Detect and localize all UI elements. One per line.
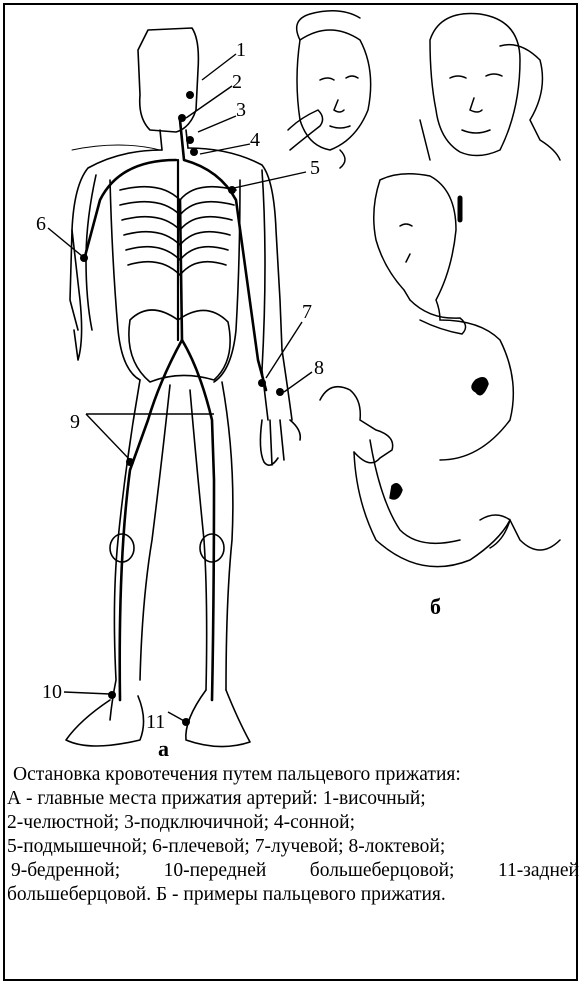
caption-line: Остановка кровотечения путем пальцевого … — [7, 763, 579, 787]
figure-illustration — [0, 0, 584, 760]
callout-number: 9 — [70, 412, 80, 432]
callout-number: 7 — [302, 302, 312, 322]
callout-number: 8 — [314, 358, 324, 378]
caption-line: 9-бедренной; 10-передней большеберцовой;… — [7, 859, 579, 883]
callout-number: 4 — [250, 130, 260, 150]
callout-number: 10 — [42, 682, 62, 702]
panel-label-a: а — [158, 738, 169, 760]
caption-line: 2-челюстной; 3-подключичной; 4-сонной; — [7, 811, 579, 835]
callout-number: 6 — [36, 214, 46, 234]
panel-label-b: б — [430, 596, 441, 618]
first-aid-examples-b — [288, 11, 560, 567]
callout-number: 2 — [232, 72, 242, 92]
caption-line: А - главные места прижатия артерий: 1-ви… — [7, 787, 579, 811]
figure-caption: Остановка кровотечения путем пальцевого … — [7, 763, 579, 907]
callout-number: 11 — [146, 712, 165, 732]
callout-leader-lines — [48, 54, 312, 722]
callout-number: 1 — [236, 40, 246, 60]
caption-line: 5-подмышечной; 6-плечевой; 7-лучевой; 8-… — [7, 835, 579, 859]
callout-number: 3 — [236, 100, 246, 120]
callout-number: 5 — [310, 158, 320, 178]
caption-line: большеберцовой. Б - примеры пальцевого п… — [7, 883, 579, 907]
anatomy-figure-a — [66, 28, 300, 747]
